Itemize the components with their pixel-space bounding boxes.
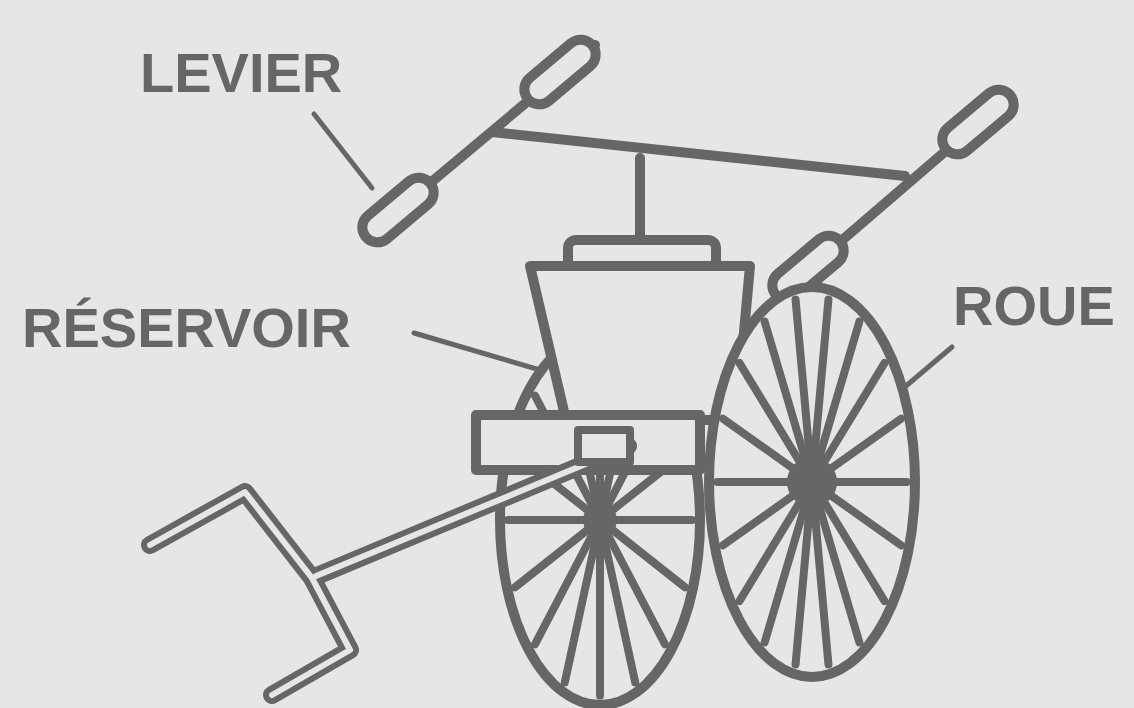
part-label: ROUE [953,278,1115,334]
wheel-hub [792,462,832,502]
front-wheel [709,287,915,677]
wheel-spoke [535,520,600,644]
leader-line [906,347,952,386]
wheel-spoke [796,300,812,482]
part-label: LEVIER [140,45,342,101]
wheel-spoke [812,482,828,664]
handle [150,430,630,695]
frame [476,415,700,470]
wheel-hub [588,508,612,532]
leader-line [314,114,372,188]
wheel-spoke [600,520,635,682]
part-label: RÉSERVOIR [22,300,351,356]
